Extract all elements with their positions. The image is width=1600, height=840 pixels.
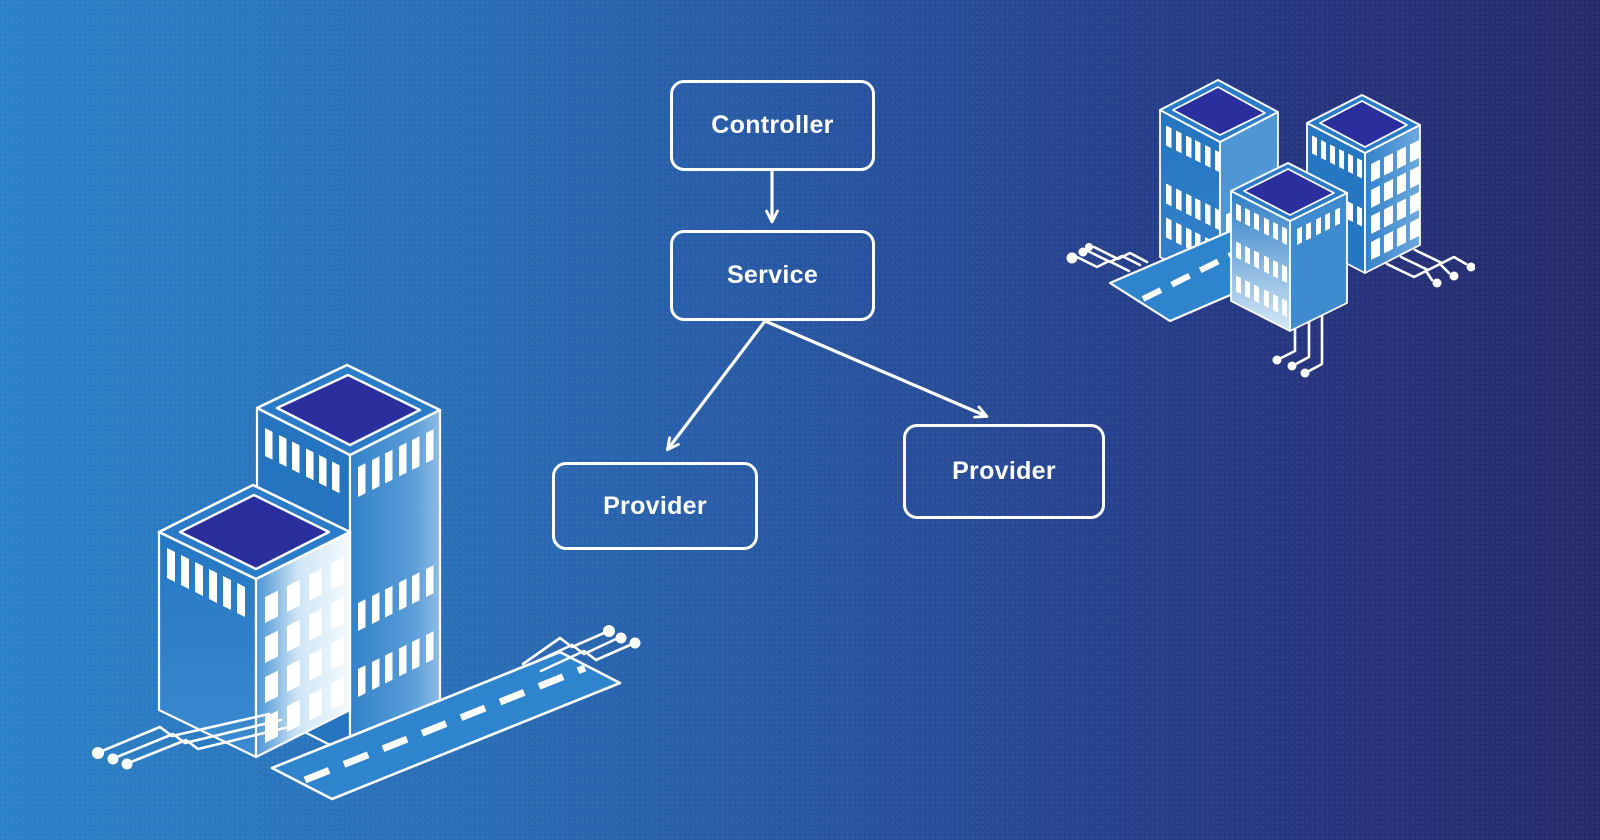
- node-provider-left: Provider: [552, 462, 758, 550]
- building-right-right-group: [1306, 94, 1421, 274]
- circuit-trace-cluster: [1272, 314, 1324, 378]
- road: [270, 650, 622, 801]
- road-center-dashes: [303, 664, 587, 784]
- window-band: [1166, 125, 1221, 265]
- window-band: [1297, 207, 1340, 246]
- node-provider-right-label: Provider: [952, 457, 1056, 485]
- circuit-trace-cluster: [1066, 243, 1149, 273]
- circuit-trace-cluster: [92, 712, 295, 770]
- city-illustration-left: [92, 363, 641, 801]
- node-service-label: Service: [726, 261, 819, 289]
- roof: [1306, 94, 1421, 154]
- building-front-right-group: [1230, 162, 1348, 332]
- roof: [255, 363, 442, 457]
- window-band: [1236, 203, 1287, 317]
- window-grid: [1371, 140, 1419, 261]
- node-provider-left-label: Provider: [603, 491, 707, 520]
- node-controller: Controller: [670, 80, 875, 171]
- node-service: Service: [670, 230, 875, 321]
- node-provider-right: Provider: [903, 424, 1105, 519]
- node-controller-label: Controller: [711, 111, 834, 139]
- window-band: [358, 429, 434, 698]
- roof: [1230, 162, 1348, 222]
- window-band: [167, 547, 245, 617]
- circuit-trace-cluster: [521, 625, 641, 673]
- roof: [1159, 79, 1279, 143]
- window-grid: [265, 557, 344, 744]
- edge-service-provider-right: [764, 319, 989, 419]
- roof: [157, 483, 352, 581]
- circuit-trace-cluster: [1385, 248, 1475, 288]
- building-front-left-group: [157, 483, 352, 759]
- city-illustration-right: [1066, 79, 1475, 378]
- edge-service-provider-left: [665, 320, 767, 452]
